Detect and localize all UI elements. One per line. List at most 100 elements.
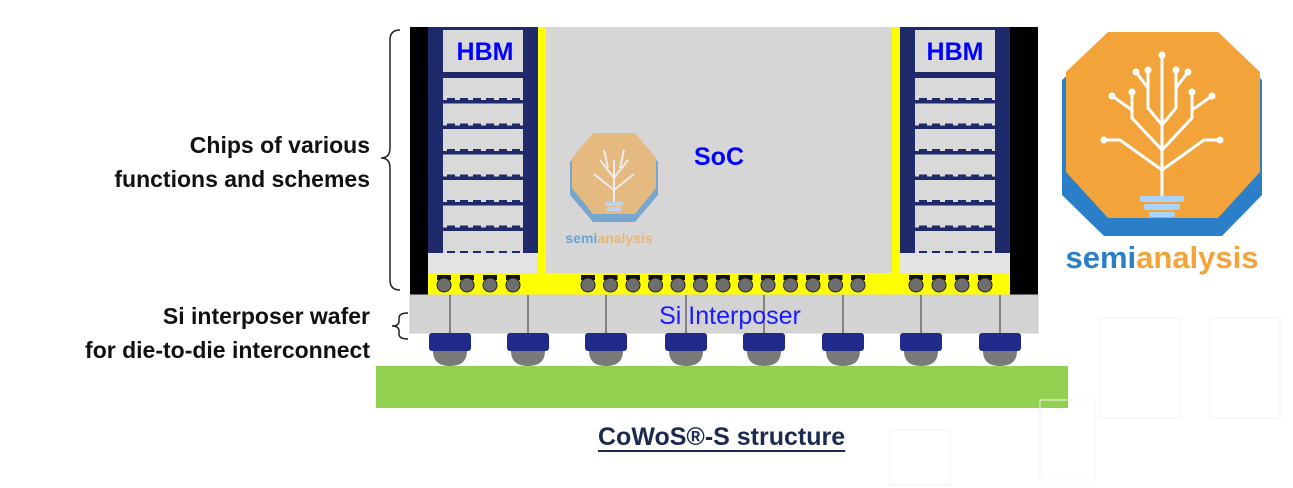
watermark-logo [570,133,658,222]
hbm-layer-bump [919,251,927,253]
c4-bump [826,351,860,366]
hbm-layer-bump [473,149,481,151]
hbm-layer-bump [932,174,940,177]
hbm-layer [443,205,523,228]
hbm-layer-bump [945,149,953,151]
hbm-layer-bump [958,251,966,253]
hbm-layer-bump [919,149,927,151]
hbm-layer [915,129,995,151]
watermark-brand-part2: analysis [597,230,653,246]
chips-label-line2: functions and schemes [114,166,370,192]
diagram-caption: CoWoS®-S structure [598,423,846,451]
hbm-layer-bump [460,200,468,202]
hbm-layer [915,78,995,100]
hbm-layer-bump [473,251,481,253]
hbm-layer [915,103,995,126]
hbm-layer-bump [958,225,966,228]
hbm-layer-bump [919,225,927,228]
hbm-layer-bump [473,98,481,100]
c4-pad [979,333,1021,351]
microbump [908,277,924,293]
c4-pad [429,333,471,351]
hbm-layer-bump [958,123,966,126]
hbm-layer-bump [460,174,468,177]
hbm-layer-bump [512,98,520,100]
hbm-layer-bump [447,174,455,177]
hbm-layer-bump [447,251,455,253]
microbump [603,277,618,293]
hbm-layer-bump [486,174,494,177]
hbm-layer-bump [984,251,992,253]
microbump [482,277,498,293]
microbump [580,277,596,293]
hbm-layer-bump [984,149,992,151]
hbm-layer-bump [460,251,468,253]
hbm-layer [443,129,523,151]
hbm-layer-bump [512,123,520,126]
hbm-layer-bump [499,149,507,151]
microbump [954,277,970,293]
hbm-layer-bump [958,98,966,100]
hbm-layer-bump [932,225,940,228]
semianalysis-logo-icon [1062,32,1262,236]
hbm-layer-bump [499,200,507,202]
hbm-layer-bump [984,225,992,228]
c4-pad [900,333,942,351]
hbm-base-right [900,253,1010,275]
hbm-layer-bump [512,174,520,177]
microbump [670,277,686,293]
hbm-layer [443,231,523,253]
hbm-layer-bump [447,123,455,126]
microbump [459,277,475,293]
microbump [625,277,641,293]
hbm-base-left [428,253,538,275]
hbm-layer-bump [945,98,953,100]
hbm-layer-bump [971,149,979,151]
watermark-brand-part1: semi [565,230,598,246]
hbm-layer-bump [984,98,992,100]
microbump [715,277,731,293]
hbm-top-die-right [915,30,995,72]
hbm-layer-bump [499,174,507,177]
c4-pad [665,333,707,351]
microbump [738,277,753,293]
c4-pad [585,333,627,351]
hbm-layer-bump [486,98,494,100]
hbm-layer-bump [486,225,494,228]
hbm-layer-bump [486,251,494,253]
interposer-bracket [391,312,409,340]
hbm-layer-bump [460,149,468,151]
hbm-layer-bump [499,225,507,228]
chips-bracket [380,29,401,291]
hbm-layer-bump [499,123,507,126]
hbm-top-die-left [443,30,523,72]
hbm-layer [915,231,995,253]
hbm-layer [915,154,995,177]
hbm-left-label: HBM [457,38,514,66]
hbm-layer-bump [945,174,953,177]
hbm-layer-bump [447,225,455,228]
hbm-layer-bump [512,200,520,202]
underfill-right [890,27,900,295]
hbm-layer-bump [473,200,481,202]
semianalysis-brand-text: semianalysis [1052,240,1272,276]
hbm-layer-bump [932,251,940,253]
hbm-layer-bump [971,251,979,253]
microbump [977,277,993,293]
hbm-layer-bump [932,123,940,126]
c4-bump [589,351,623,366]
microbump [648,277,663,293]
hbm-layer-bump [473,174,481,177]
hbm-layer-bump [919,200,927,202]
chips-label: Chips of various functions and schemes [40,128,370,196]
hbm-layer-bump [512,149,520,151]
hbm-layer [915,180,995,202]
c4-bump [747,351,781,366]
brand-part2: analysis [1136,240,1259,275]
hbm-layer-bump [919,174,927,177]
watermark-brand-text: semianalysis [553,230,665,246]
hbm-layer-bump [958,174,966,177]
hbm-right-label: HBM [927,38,984,66]
hbm-layer-bump [447,98,455,100]
